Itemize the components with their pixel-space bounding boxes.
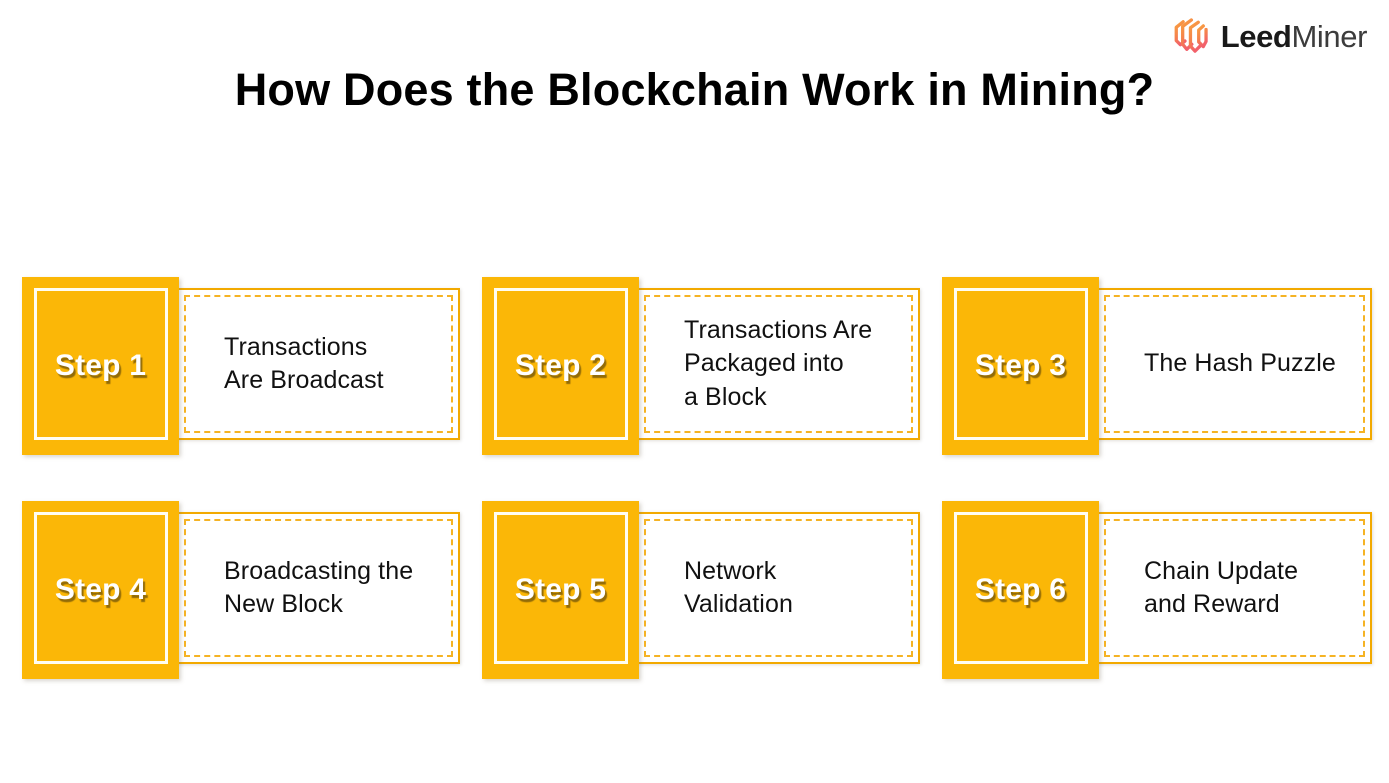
step-card-4[interactable]: Broadcasting the New Block Step 4: [22, 501, 460, 679]
page-title: How Does the Blockchain Work in Mining?: [234, 64, 1155, 115]
step-description-line: Transactions: [224, 332, 368, 361]
step-description-line: Broadcasting the: [224, 556, 414, 585]
brand-logo: LeedMiner: [1168, 14, 1367, 58]
step-description-text: The Hash Puzzle: [1099, 347, 1350, 380]
step-number-label: Step 4: [54, 573, 147, 606]
step-description-panel: Transactions Are Packaged into a Block: [637, 288, 920, 440]
step-description-line: Chain Update: [1144, 556, 1299, 585]
step-description-line: and Reward: [1144, 590, 1280, 618]
step-number-badge[interactable]: Step 5: [482, 501, 639, 679]
step-description-text: Chain Update and Reward: [1099, 555, 1312, 622]
step-card-6[interactable]: Chain Update and Reward Step 6: [942, 501, 1372, 679]
step-number-label: Step 5: [514, 573, 607, 606]
step-number-label: Step 3: [974, 349, 1067, 382]
step-card-3[interactable]: The Hash Puzzle Step 3: [942, 277, 1372, 455]
steps-row-1: Transactions Are Broadcast Step 1 Transa…: [22, 277, 1372, 455]
step-number-label: Step 6: [974, 573, 1067, 606]
step-description-line: a Block: [684, 382, 767, 411]
step-description-line: Network: [684, 556, 777, 585]
step-card-5[interactable]: Network Validation Step 5: [482, 501, 920, 679]
step-number-badge[interactable]: Step 1: [22, 277, 179, 455]
step-number-badge[interactable]: Step 2: [482, 277, 639, 455]
step-description-line: Packaged into: [684, 349, 844, 378]
step-number-badge[interactable]: Step 4: [22, 501, 179, 679]
step-description-panel: Network Validation: [637, 512, 920, 664]
step-description-panel: The Hash Puzzle: [1097, 288, 1372, 440]
step-card-1[interactable]: Transactions Are Broadcast Step 1: [22, 277, 460, 455]
step-number-badge[interactable]: Step 6: [942, 501, 1099, 679]
step-description-line: Transactions Are: [684, 316, 873, 345]
brand-name-light: Miner: [1291, 18, 1367, 54]
step-description-text: Transactions Are Broadcast: [179, 331, 398, 398]
steps-row-2: Broadcasting the New Block Step 4 Networ…: [22, 501, 1372, 679]
step-card-2[interactable]: Transactions Are Packaged into a Block S…: [482, 277, 920, 455]
step-description-panel: Transactions Are Broadcast: [177, 288, 460, 440]
step-description-text: Network Validation: [639, 555, 807, 622]
step-description-line: Validation: [684, 590, 793, 618]
leedminer-hexagon-logo-icon: [1168, 14, 1212, 58]
step-description-text: Transactions Are Packaged into a Block: [639, 314, 886, 414]
brand-name-bold: Leed: [1220, 18, 1292, 54]
step-number-label: Step 2: [514, 349, 607, 382]
step-number-label: Step 1: [54, 349, 147, 382]
step-number-badge[interactable]: Step 3: [942, 277, 1099, 455]
steps-grid: Transactions Are Broadcast Step 1 Transa…: [22, 277, 1372, 679]
brand-wordmark: LeedMiner: [1220, 18, 1368, 54]
step-description-panel: Chain Update and Reward: [1097, 512, 1372, 664]
step-description-text: Broadcasting the New Block: [179, 555, 427, 622]
step-description-line: New Block: [224, 590, 343, 618]
step-description-panel: Broadcasting the New Block: [177, 512, 460, 664]
step-description-line: The Hash Puzzle: [1144, 349, 1336, 378]
step-description-line: Are Broadcast: [224, 366, 384, 394]
